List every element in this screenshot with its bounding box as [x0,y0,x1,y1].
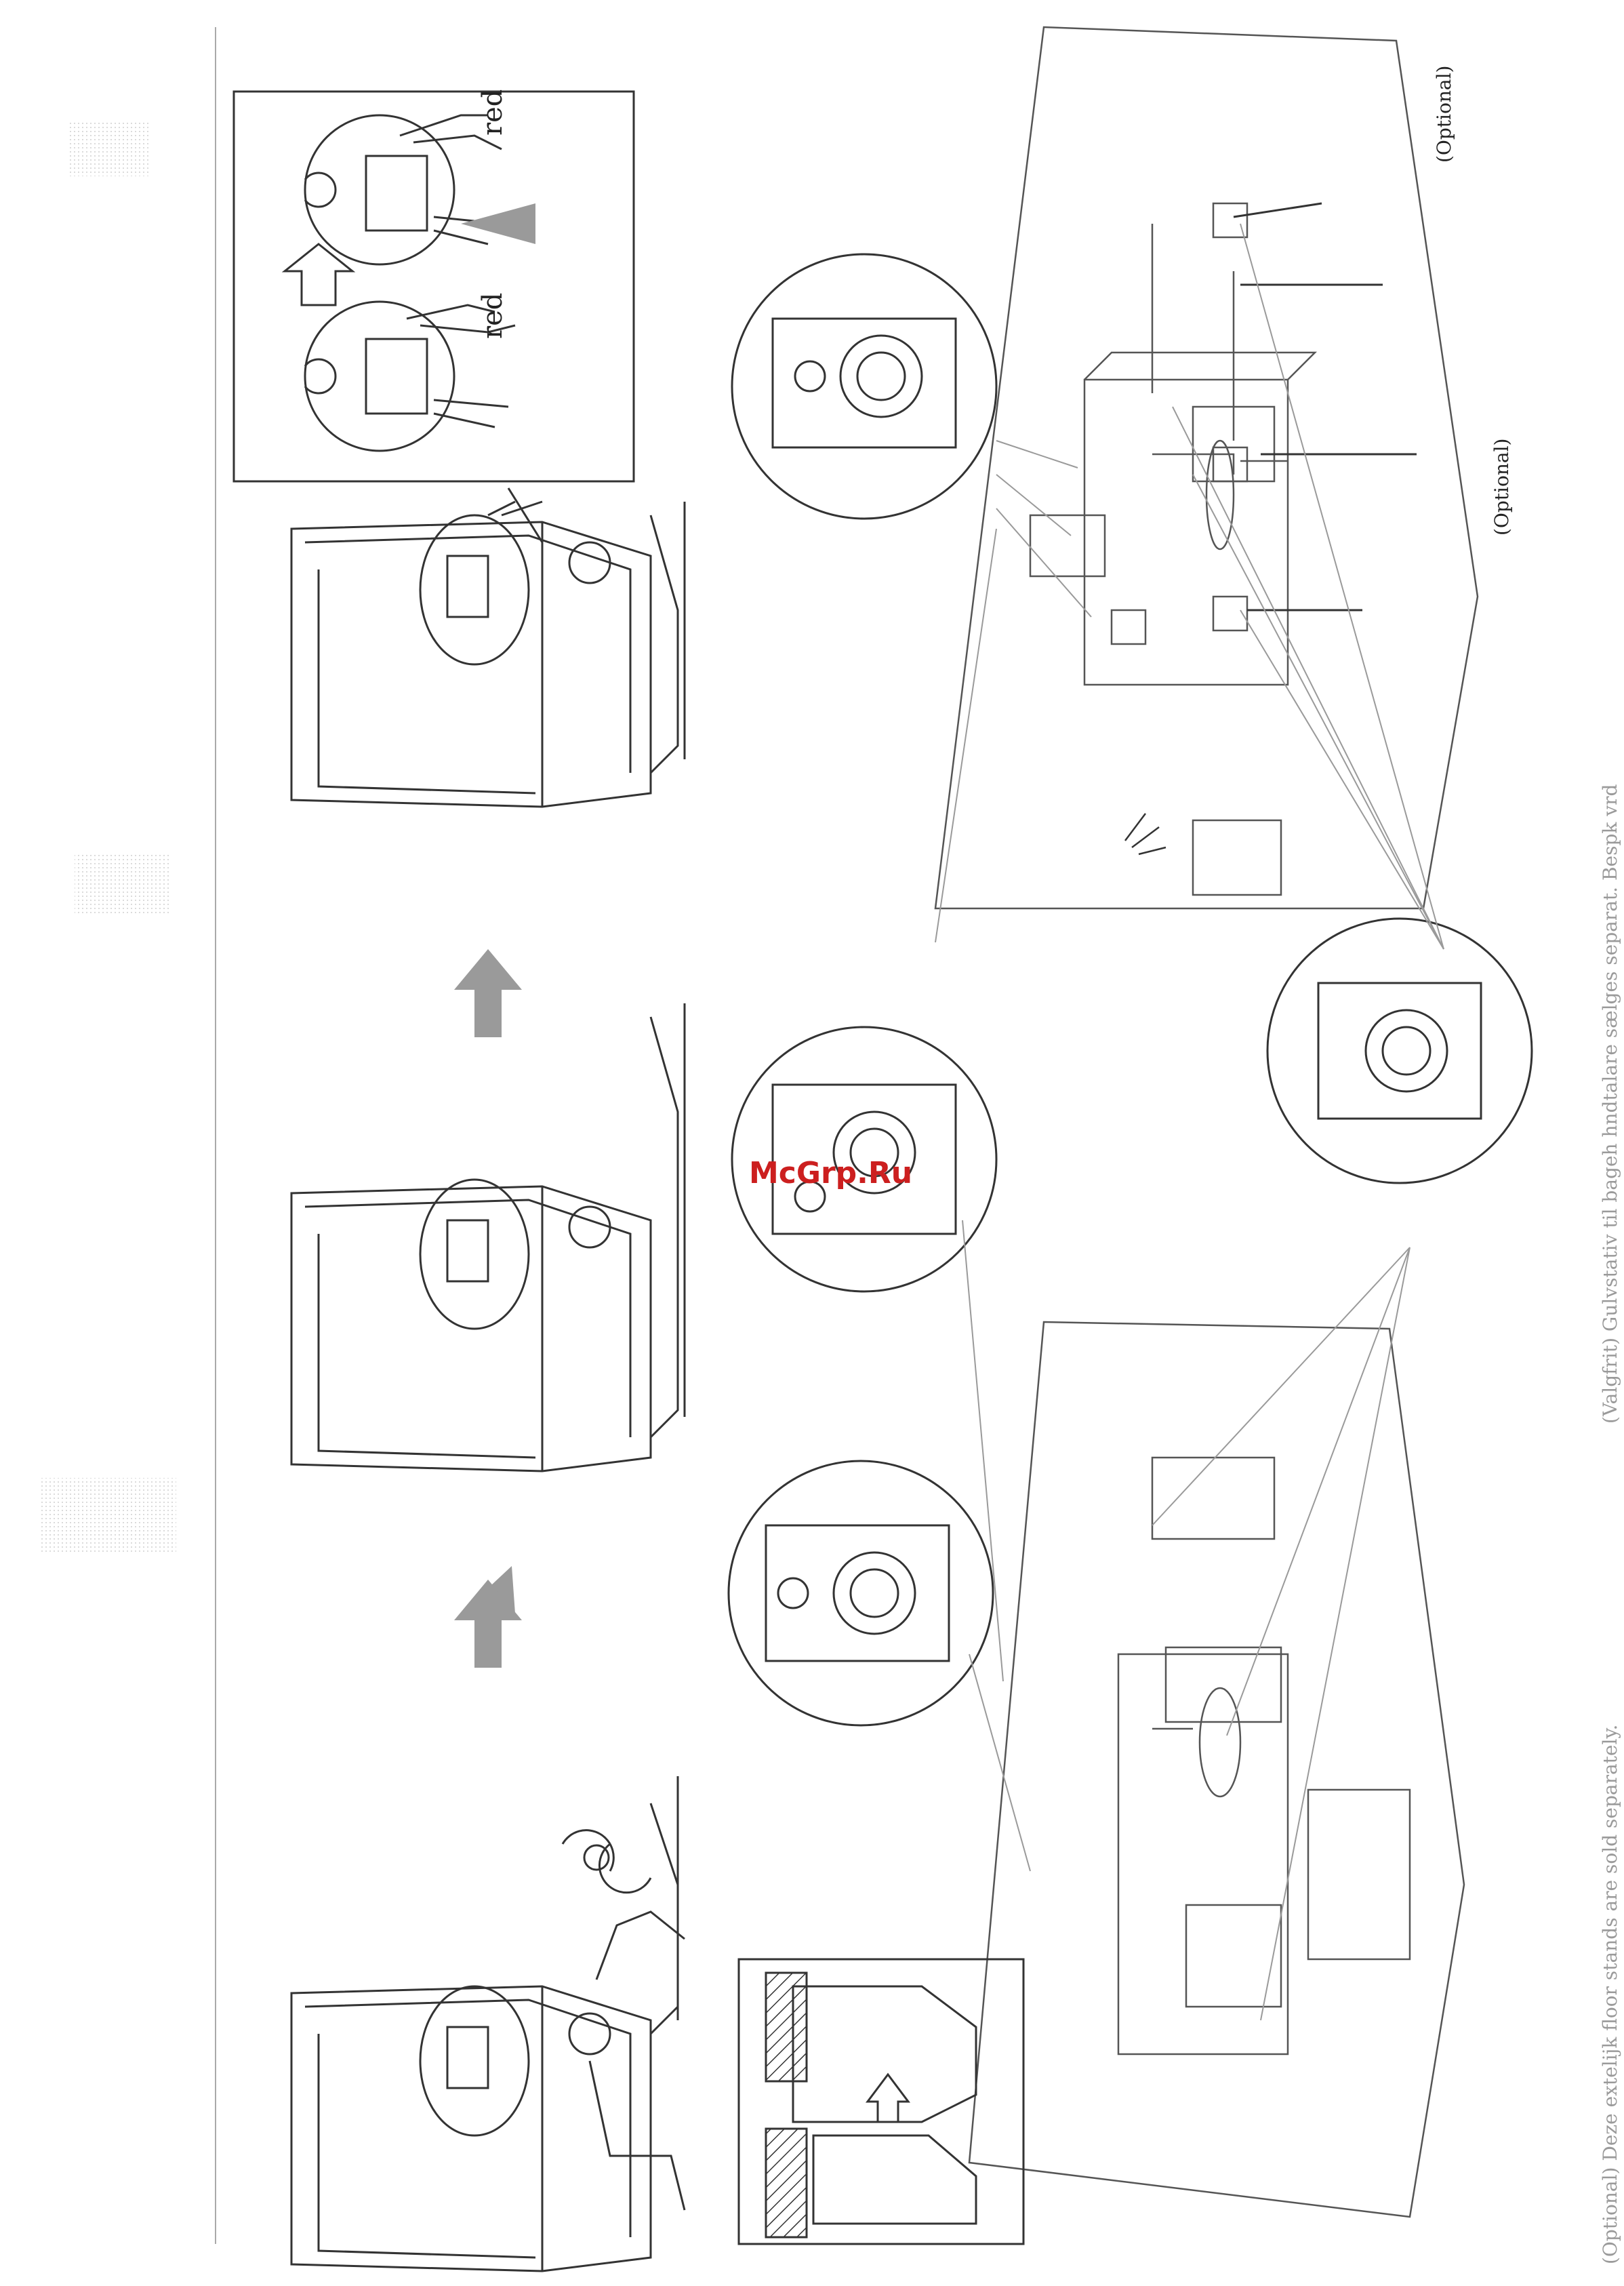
connector-lines [962,1220,1410,2020]
plant-icon [1125,814,1166,854]
red-label: red [477,293,508,339]
caption-text: (Optional) Deze extelijk floor stands ar… [1599,1725,1621,2264]
speaker-grille-icon [729,1461,993,1725]
terminal-closeup-icon [234,92,634,542]
up-arrow-icon [454,1566,522,1668]
scan-noise [68,122,149,176]
up-arrow-icon [285,244,352,305]
warning-triangle-icon [461,203,535,244]
optional-label: (Optional) [1433,66,1455,163]
scan-noise [41,1478,176,1552]
rotate-arrows-icon [563,1830,651,1893]
watermark: McGrp.Ru [749,1156,912,1190]
scan-noise [75,854,169,915]
speaker-box-icon [291,502,685,807]
speaker-box-icon [291,1776,685,2271]
connector-lines [935,224,1444,949]
speaker-grille-icon [1267,919,1532,1183]
speaker-box-icon [291,1003,685,1471]
red-label: red [477,89,508,136]
wall-mount-icon [739,1959,1023,2244]
optional-label: (Optional) [1490,439,1513,536]
room-layout-icon [935,27,1478,908]
up-arrow-icon [454,949,522,1037]
speaker-grille-icon [732,254,996,519]
caption-text: (Valgfrit) Gulvstativ til bageh hndtalar… [1599,784,1621,1424]
